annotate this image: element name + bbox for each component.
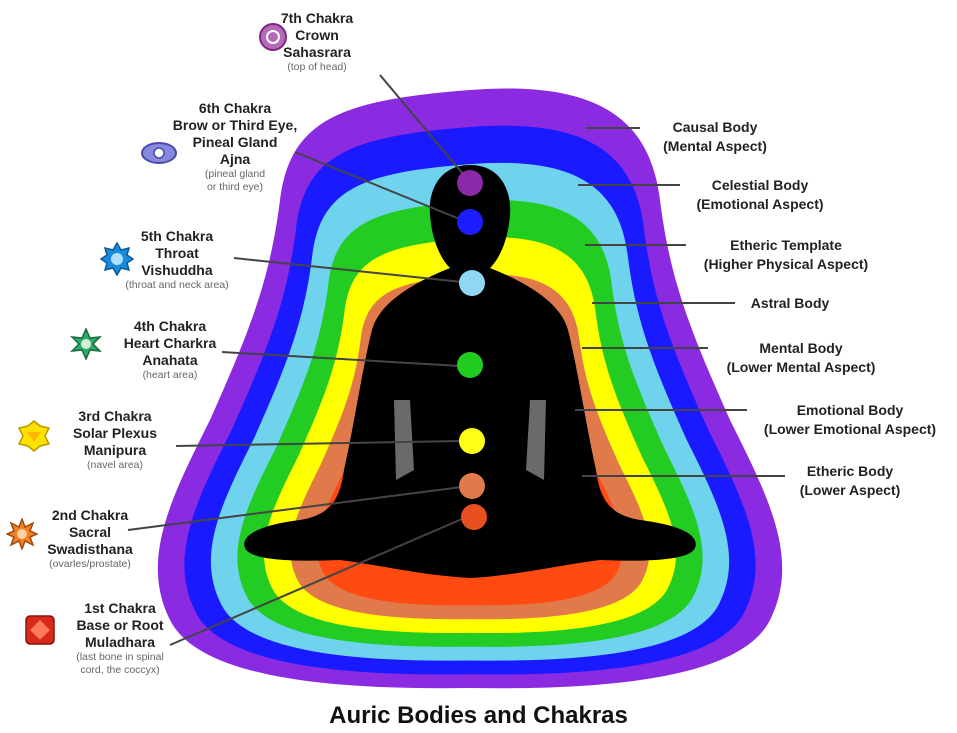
chakra-note: (throat and neck area): [112, 279, 242, 292]
chakra-note: (top of head): [262, 61, 372, 74]
throat-chakra-icon: [100, 242, 134, 276]
brow-dot: [457, 209, 483, 235]
body-line: (Emotional Aspect): [680, 195, 840, 214]
chakra-line: Anahata: [110, 352, 230, 369]
body-label-celestial: Celestial Body (Emotional Aspect): [680, 176, 840, 214]
body-label-etheric-template: Etheric Template (Higher Physical Aspect…: [686, 236, 886, 274]
chakra-label-sacral: 2nd Chakra Sacral Swadisthana (ovarles/p…: [30, 507, 150, 571]
chakra-line: Muladhara: [55, 634, 185, 651]
chakra-line: Ajna: [160, 151, 310, 168]
heart-chakra-icon: [70, 328, 102, 360]
body-label-emotional: Emotional Body (Lower Emotional Aspect): [747, 401, 953, 439]
body-line: Mental Body: [708, 339, 894, 358]
diagram-title: Auric Bodies and Chakras: [0, 702, 957, 730]
body-label-etheric: Etheric Body (Lower Aspect): [785, 462, 915, 500]
chakra-line: Manipura: [55, 442, 175, 459]
chakra-line: 4th Chakra: [110, 318, 230, 335]
chakra-line: Pineal Gland: [160, 134, 310, 151]
solar-plexus-chakra-icon: [18, 420, 50, 452]
chakra-note: cord, the coccyx): [55, 664, 185, 677]
chakra-label-solar-plexus: 3rd Chakra Solar Plexus Manipura (navel …: [55, 408, 175, 472]
chakra-note: (navel area): [55, 459, 175, 472]
body-line: Emotional Body: [747, 401, 953, 420]
body-label-causal: Causal Body (Mental Aspect): [640, 118, 790, 156]
chakra-note: (pineal gland: [160, 168, 310, 181]
crown-dot: [457, 170, 483, 196]
chakra-line: Base or Root: [55, 617, 185, 634]
chakra-label-heart: 4th Chakra Heart Charkra Anahata (heart …: [110, 318, 230, 382]
chakra-line: 6th Chakra: [160, 100, 310, 117]
chakra-line: Heart Charkra: [110, 335, 230, 352]
chakra-line: 2nd Chakra: [30, 507, 150, 524]
throat-dot: [459, 270, 485, 296]
brow-chakra-icon: [140, 140, 178, 166]
sacral-dot: [459, 473, 485, 499]
chakra-line: 1st Chakra: [55, 600, 185, 617]
body-line: Etheric Body: [785, 462, 915, 481]
body-line: Causal Body: [640, 118, 790, 137]
body-line: Etheric Template: [686, 236, 886, 255]
sacral-chakra-icon: [6, 518, 38, 550]
body-line: (Lower Aspect): [785, 481, 915, 500]
chakra-label-brow: 6th Chakra Brow or Third Eye, Pineal Gla…: [160, 100, 310, 194]
body-line: (Mental Aspect): [640, 137, 790, 156]
body-line: (Higher Physical Aspect): [686, 255, 886, 274]
body-line: Celestial Body: [680, 176, 840, 195]
chakra-note: (last bone in spinal: [55, 651, 185, 664]
chakra-line: 3rd Chakra: [55, 408, 175, 425]
chakra-line: Swadisthana: [30, 541, 150, 558]
chakra-note: or third eye): [160, 181, 310, 194]
chakra-label-root: 1st Chakra Base or Root Muladhara (last …: [55, 600, 185, 677]
chakra-line: Brow or Third Eye,: [160, 117, 310, 134]
body-label-astral: Astral Body: [735, 294, 845, 313]
heart-dot: [457, 352, 483, 378]
root-dot: [461, 504, 487, 530]
body-line: (Lower Emotional Aspect): [747, 420, 953, 439]
body-line: (Lower Mental Aspect): [708, 358, 894, 377]
body-label-mental: Mental Body (Lower Mental Aspect): [708, 339, 894, 377]
chakra-note: (heart area): [110, 369, 230, 382]
solar-plexus-dot: [459, 428, 485, 454]
chakra-line: Solar Plexus: [55, 425, 175, 442]
chakra-note: (ovarles/prostate): [30, 558, 150, 571]
chakra-line: Sacral: [30, 524, 150, 541]
body-line: Astral Body: [735, 294, 845, 313]
root-chakra-icon: [24, 614, 56, 646]
crown-chakra-icon: [258, 22, 288, 52]
